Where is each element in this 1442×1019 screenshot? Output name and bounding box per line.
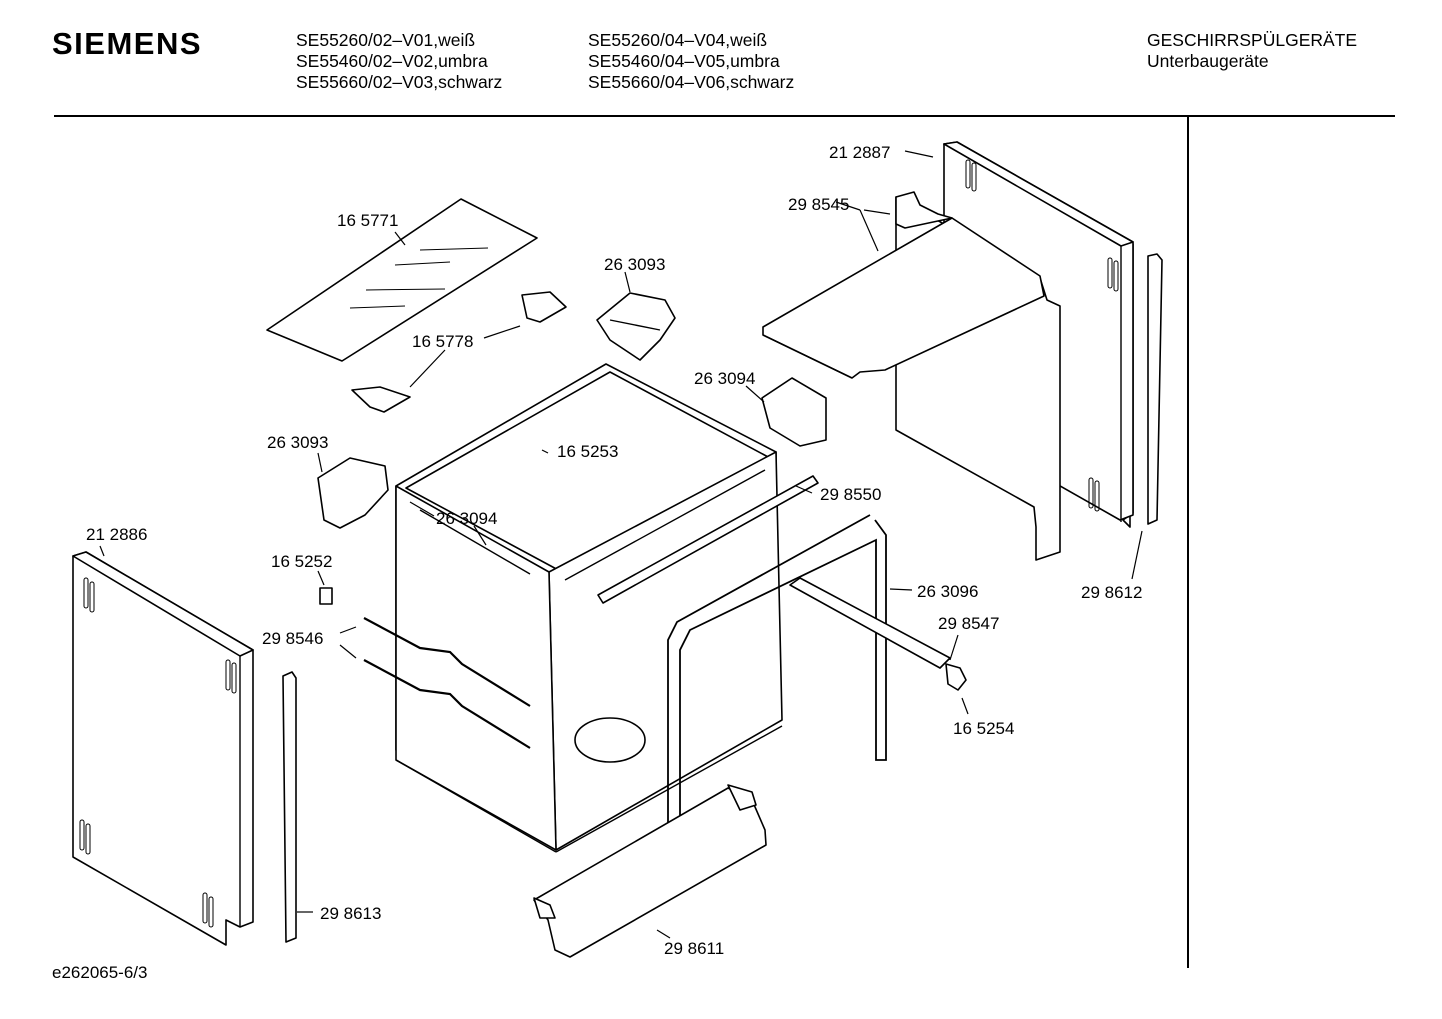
part-labels: 21 2887 29 8545 16 5771 26 3093 16 5778 …	[86, 143, 1142, 958]
model-entry: SE55660/02–V03,schwarz	[296, 72, 503, 92]
part-label: 26 3096	[917, 582, 978, 601]
part-label: 26 3093	[267, 433, 328, 452]
left-edge-strip	[282, 671, 297, 943]
dishwasher-tub	[395, 363, 783, 853]
mounting-bracket	[351, 291, 567, 413]
cover-clip-right	[761, 377, 827, 447]
model-entry: SE55460/02–V02,umbra	[296, 51, 488, 71]
model-entry: SE55260/02–V01,weiß	[296, 30, 476, 50]
end-cap	[945, 663, 967, 691]
category-subtitle: Unterbaugeräte	[1147, 51, 1269, 71]
part-label: 29 8611	[664, 939, 724, 958]
part-label: 29 8546	[262, 629, 323, 648]
part-label: 16 5778	[412, 332, 473, 351]
front-bar	[789, 577, 951, 669]
upper-rack-rail	[597, 475, 819, 604]
part-label: 29 8547	[938, 614, 999, 633]
part-label: 29 8545	[788, 195, 849, 214]
part-label: 29 8612	[1081, 583, 1142, 602]
top-insulation-sheet	[266, 198, 538, 362]
model-entry: SE55660/04–V06,schwarz	[588, 72, 795, 92]
leader-lines	[99, 150, 1143, 939]
header-divider	[54, 115, 1395, 117]
fixing-clip-left	[317, 457, 389, 529]
part-label: 26 3093	[604, 255, 665, 274]
brand-logo: SIEMENS	[52, 26, 203, 61]
left-side-panel	[72, 551, 254, 946]
part-label: 26 3094	[694, 369, 755, 388]
top-cover-panel	[762, 191, 1061, 561]
kick-plate	[533, 784, 767, 958]
category-block: GESCHIRRSPÜLGERÄTE Unterbaugeräte	[1147, 30, 1357, 72]
right-edge-strip	[1147, 253, 1163, 525]
lower-rack-rail	[363, 617, 531, 749]
model-entry: SE55260/04–V04,weiß	[588, 30, 768, 50]
model-list-right: SE55260/04–V04,weiß SE55460/04–V05,umbra…	[588, 30, 794, 93]
part-label: 16 5253	[557, 442, 618, 461]
door-seal	[667, 514, 887, 881]
fixing-clip-upper	[596, 292, 676, 361]
part-label: 16 5771	[337, 211, 398, 230]
part-label: 16 5254	[953, 719, 1014, 738]
small-clip	[319, 587, 333, 605]
side-divider	[1187, 117, 1189, 968]
drawing-id: e262065-6/3	[52, 963, 148, 982]
part-label: 26 3094	[436, 509, 497, 528]
category-title: GESCHIRRSPÜLGERÄTE	[1147, 30, 1358, 50]
model-entry: SE55460/04–V05,umbra	[588, 51, 780, 71]
part-label: 29 8613	[320, 904, 381, 923]
part-label: 29 8550	[820, 485, 881, 504]
model-list-left: SE55260/02–V01,weiß SE55460/02–V02,umbra…	[296, 30, 502, 93]
part-label: 21 2886	[86, 525, 147, 544]
part-label: 16 5252	[271, 552, 332, 571]
part-label: 21 2887	[829, 143, 890, 162]
